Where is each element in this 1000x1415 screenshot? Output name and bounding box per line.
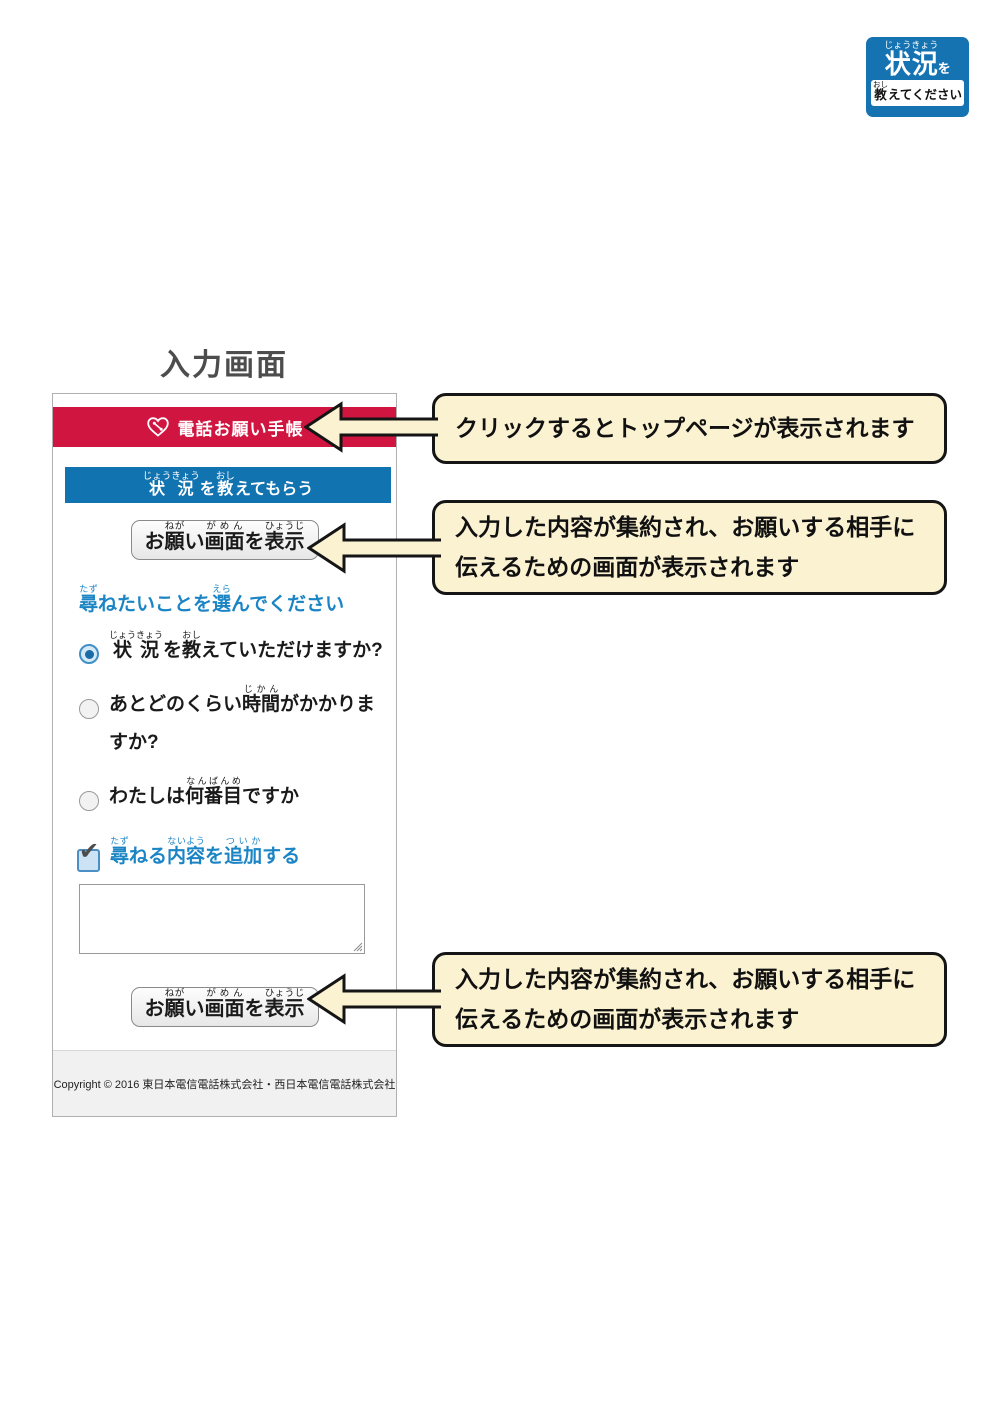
radio-option-situation[interactable]: 状況じょうきょうを教おしえていただけますか? (79, 630, 396, 670)
radio-option-time[interactable]: あとどのくらい時間じかんがかかりますか? (79, 684, 396, 762)
callout-arrow-icon (307, 522, 441, 574)
callout-show-button-bottom: 入力した内容が集約され、お願いする相手に伝えるための画面が表示されます (432, 952, 947, 1047)
question-radio-group: 状況じょうきょうを教おしえていただけますか? あとどのくらい時間じかんがかかりま… (79, 630, 396, 816)
callout-arrow-icon (307, 973, 441, 1025)
callout-arrow-icon (304, 401, 438, 453)
page-title: 入力画面 (160, 349, 288, 382)
callout-text: 入力した内容が集約され、お願いする相手に伝えるための画面が表示されます (455, 966, 916, 1032)
callout-show-button-top: 入力した内容が集約され、お願いする相手に伝えるための画面が表示されます (432, 500, 947, 595)
callout-text: 入力した内容が集約され、お願いする相手に伝えるための画面が表示されます (455, 514, 916, 580)
resize-handle-icon[interactable] (353, 942, 363, 952)
badge-main-text: 状況じょうきょうを (884, 40, 951, 79)
app-title: 電話お願い手帳 (177, 419, 304, 439)
free-text-input[interactable] (79, 884, 365, 954)
free-text-area-wrap (79, 884, 365, 954)
badge-sub-text: 教おしえてください (871, 80, 964, 106)
radio-button[interactable] (79, 699, 99, 719)
badge-particle: を (937, 61, 951, 76)
callout-top-page: クリックするとトップページが表示されます (432, 393, 947, 464)
checkbox[interactable]: ✔ (77, 840, 100, 872)
situation-corner-badge: 状況じょうきょうを 教おしえてください (866, 37, 969, 117)
callout-text: クリックするとトップページが表示されます (455, 414, 915, 441)
radio-option-label[interactable]: わたしは何番目なんばんめですか (109, 776, 300, 807)
section-bar: 状況じょうきょうを教おしえてもらう (65, 467, 391, 503)
show-request-screen-button-top[interactable]: お願ねがい画面がめんを表示ひょうじ (130, 520, 319, 560)
radio-option-queue-position[interactable]: わたしは何番目なんばんめですか (79, 776, 396, 816)
check-mark-icon: ✔ (79, 838, 100, 865)
add-content-checkbox-label[interactable]: 尋たずねる内容ないようを追加ついかする (110, 836, 301, 867)
radio-option-label[interactable]: 状況じょうきょうを教おしえていただけますか? (109, 630, 383, 661)
show-request-screen-button-bottom[interactable]: お願ねがい画面がめんを表示ひょうじ (130, 987, 319, 1027)
radio-button[interactable] (79, 791, 99, 811)
copyright-footer: Copyright © 2016 東日本電信電話株式会社・西日本電信電話株式会社 (53, 1050, 396, 1116)
heart-phone-icon (146, 417, 169, 437)
section-bar-label: 状況じょうきょうを教おしえてもらう (142, 471, 314, 498)
add-content-checkbox-row[interactable]: ✔ 尋たずねる内容ないようを追加ついかする (77, 836, 396, 872)
radio-button[interactable] (79, 644, 99, 664)
question-heading: 尋たずねたいことを選えらんでください (79, 584, 345, 615)
radio-option-label[interactable]: あとどのくらい時間じかんがかかりますか? (109, 684, 376, 753)
phone-screenshot-frame: 電話お願い手帳 状況じょうきょうを教おしえてもらう お願ねがい画面がめんを表示ひ… (52, 393, 397, 1117)
